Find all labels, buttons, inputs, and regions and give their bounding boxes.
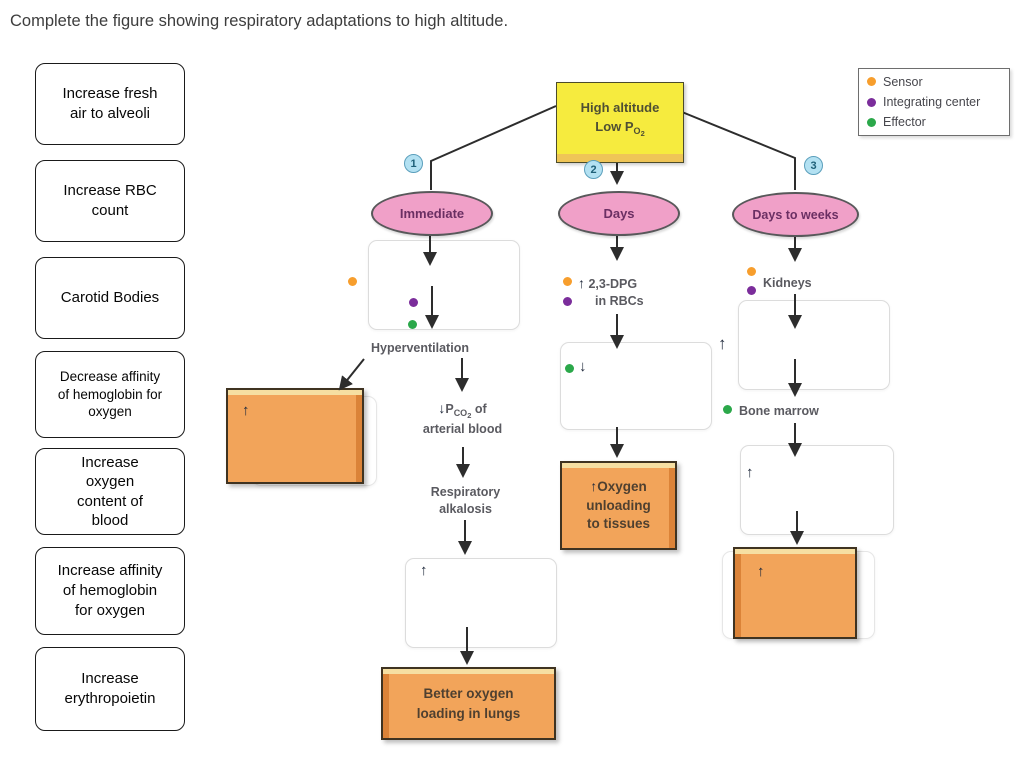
label-line: erythropoietin [64, 690, 156, 707]
dropzone-branch1-sensor[interactable] [368, 240, 520, 330]
legend-label: Effector [883, 115, 926, 130]
pco2-label: ↓PCO2 of arterial blood [400, 399, 525, 438]
legend-label: Sensor [883, 74, 923, 89]
dpg-label: ↑ 2,3-DPG in RBCs [578, 274, 644, 310]
label-line: Increase fresh [62, 85, 158, 103]
chip-label-line: Better oxygen [423, 685, 514, 701]
chip-better-oxygen-loading[interactable]: Better oxygen loading in lungs [381, 667, 556, 740]
answer-option-label: Increase oxygen content of blood [36, 453, 184, 530]
branch1-connector [430, 105, 557, 190]
integrating-center-dot-icon [867, 97, 876, 107]
label-line: content of [77, 492, 143, 510]
root-line2: Low PO2 [595, 119, 645, 139]
sensor-dot-icon [867, 77, 876, 87]
down-arrow-icon: ↓ [579, 358, 587, 375]
branch-2-number-badge: 2 [584, 160, 603, 179]
dropzone-branch2-affinity[interactable] [560, 342, 712, 430]
timing-oval-days-to-weeks: Days to weeks [732, 192, 859, 237]
pco2-line2: arterial blood [422, 422, 503, 437]
legend-row-sensor: Sensor [867, 72, 1001, 92]
label-line: of hemoglobin [62, 582, 158, 600]
answer-option-increase-fresh-air[interactable]: Increase fresh air to alveoli [35, 63, 185, 145]
label-line: Decrease affinity [59, 368, 161, 384]
integrating-center-dot-icon [563, 297, 572, 306]
chip-label-line: ↑Oxygen [590, 477, 647, 494]
label-line: Carotid Bodies [60, 289, 160, 307]
timing-oval-days: Days [558, 191, 680, 236]
branch-3-number-badge: 3 [804, 156, 823, 175]
answer-option-increase-erythropoietin[interactable]: Increase erythropoietin [35, 647, 185, 731]
timing-oval-immediate: Immediate [371, 191, 493, 236]
label-line: Increase [81, 670, 139, 688]
dropzone-branch3-erythropoietin[interactable] [738, 300, 890, 390]
answer-option-label: Carotid Bodies [36, 288, 184, 308]
label-line: Increase affinity [57, 562, 163, 580]
dropzone-branch3-rbc[interactable] [740, 445, 894, 535]
answer-option-increase-oxygen-content[interactable]: Increase oxygen content of blood [35, 448, 185, 535]
chip-placed-increase-fresh-air[interactable]: ↑ [226, 388, 364, 484]
up-arrow-icon: ↑ [420, 562, 428, 579]
answer-option-decrease-affinity[interactable]: Decrease affinity of hemoglobin for oxyg… [35, 351, 185, 438]
up-arrow-icon: ↑ [242, 402, 250, 419]
answer-option-increase-rbc-count[interactable]: Increase RBC count [35, 160, 185, 242]
answer-option-label: Increase RBC count [36, 181, 184, 221]
root-line1: High altitude [580, 99, 660, 115]
label-line: of hemoglobin for [57, 386, 163, 402]
label-line: oxygen [85, 473, 135, 491]
legend-row-integrating-center: Integrating center [867, 92, 1001, 112]
answer-option-increase-affinity[interactable]: Increase affinity of hemoglobin for oxyg… [35, 547, 185, 635]
down-arrow-icon: ↓ [438, 400, 446, 416]
page-title: Complete the figure showing respiratory … [10, 12, 509, 30]
answer-option-label: Increase affinity of hemoglobin for oxyg… [36, 561, 184, 620]
kidneys-label: Kidneys [763, 276, 812, 290]
chip-placed-increase-rbc[interactable]: ↑ [733, 547, 857, 639]
dpg-line1: ↑ 2,3-DPG [578, 275, 638, 291]
alkalosis-line: Respiratory [430, 485, 501, 499]
alkalosis-line: alkalosis [439, 501, 492, 516]
integrating-center-dot-icon [409, 298, 418, 307]
up-arrow-icon: ↑ [578, 275, 585, 291]
arrow [338, 358, 365, 391]
label-line: for oxygen [74, 601, 146, 619]
effector-dot-icon [565, 364, 574, 373]
answer-option-label: Decrease affinity of hemoglobin for oxyg… [36, 368, 184, 421]
respiratory-alkalosis-label: Respiratory alkalosis [403, 484, 528, 518]
sensor-dot-icon [563, 277, 572, 286]
up-arrow-icon: ↑ [746, 464, 754, 481]
up-arrow-icon: ↑ [590, 477, 598, 494]
answer-option-label: Increase erythropoietin [36, 669, 184, 709]
dropzone-branch1-affinity[interactable] [405, 558, 557, 648]
label-line: oxygen [88, 404, 132, 420]
chip-label-line: loading in lungs [416, 705, 521, 721]
high-altitude-root-box: High altitude Low PO2 [556, 82, 684, 163]
label-line: Increase [81, 454, 139, 472]
answer-option-label: Increase fresh air to alveoli [36, 84, 184, 124]
chip-label-line: to tissues [586, 516, 651, 532]
sensor-dot-icon [348, 277, 357, 286]
hyperventilation-label: Hyperventilation [371, 341, 469, 355]
legend-box: Sensor Integrating center Effector [858, 68, 1010, 136]
pco2-line1: ↓PCO2 of [438, 400, 487, 420]
legend-row-effector: Effector [867, 112, 1001, 132]
label-line: air to alveoli [69, 105, 151, 122]
branch-1-number-badge: 1 [404, 154, 423, 173]
branch3-connector [681, 111, 796, 190]
label-line: blood [91, 511, 129, 529]
up-arrow-icon: ↑ [757, 563, 765, 580]
chip-oxygen-unloading[interactable]: ↑Oxygen unloading to tissues [560, 461, 677, 550]
integrating-center-dot-icon [747, 286, 756, 295]
effector-dot-icon [723, 405, 732, 414]
effector-dot-icon [408, 320, 417, 329]
label-line: Increase RBC [63, 182, 157, 200]
answer-option-carotid-bodies[interactable]: Carotid Bodies [35, 257, 185, 339]
sensor-dot-icon [747, 267, 756, 276]
chip-label-line: unloading [586, 497, 651, 513]
up-arrow-icon: ↑ [718, 334, 727, 353]
legend-label: Integrating center [883, 94, 981, 109]
bone-marrow-label: Bone marrow [739, 404, 819, 418]
label-line: count [91, 202, 129, 219]
dpg-line2: in RBCs [595, 293, 644, 308]
effector-dot-icon [867, 117, 876, 127]
